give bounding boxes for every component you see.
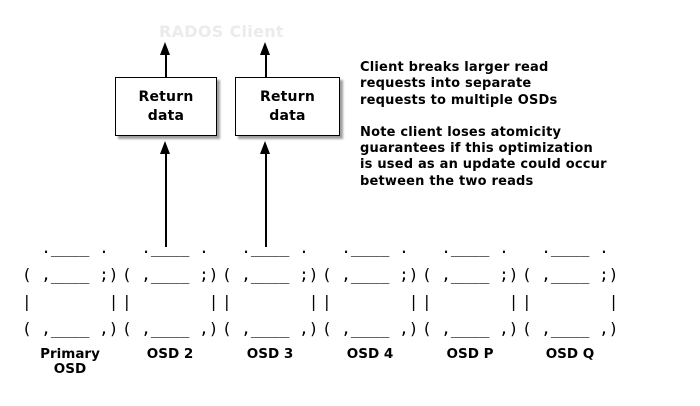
osd-cylinder-p: .____ . ( ,____ ;) | | ( ,____ ,) [422, 238, 519, 338]
arrow-shaft [165, 54, 167, 77]
osd-label-primary: Primary OSD [40, 346, 100, 377]
osd-cylinder-4: .____ . ( ,____ ;) | | ( ,____ ,) [322, 238, 419, 338]
arrow-shaft [165, 153, 167, 247]
osd-label-3: OSD 3 [246, 346, 294, 362]
arrow-shaft [265, 153, 267, 247]
arrow-shaft [265, 54, 267, 77]
osd-cylinder-primary: .____ . ( ,____ ;) | | ( ,____ ,) [22, 238, 119, 338]
arrowhead-up-icon [260, 42, 270, 55]
arrowhead-up-icon [160, 42, 170, 55]
return-data-box-1: Return data [115, 77, 217, 136]
annotation-block: Client breaks larger read requests into … [360, 60, 670, 190]
osd-cylinder-q: .____ . ( ,____ ;) | | ( ,____ ,) [522, 238, 619, 338]
note-read-split: Client breaks larger read requests into … [360, 60, 558, 108]
return-data-box-2: Return data [235, 77, 340, 136]
arrowhead-up-icon [260, 141, 270, 154]
ghost-rados-client-title: RADOS Client [159, 22, 284, 41]
osd-label-4: OSD 4 [346, 346, 394, 362]
osd-label-q: OSD Q [545, 346, 595, 362]
arrowhead-up-icon [160, 141, 170, 154]
osd-label-p: OSD P [446, 346, 494, 362]
osd-cylinder-3: .____ . ( ,____ ;) | | ( ,____ ,) [222, 238, 319, 338]
osd-label-2: OSD 2 [146, 346, 194, 362]
osd-cylinder-2: .____ . ( ,____ ;) | | ( ,____ ,) [122, 238, 219, 338]
note-atomicity: Note client loses atomicity guarantees i… [360, 124, 607, 189]
